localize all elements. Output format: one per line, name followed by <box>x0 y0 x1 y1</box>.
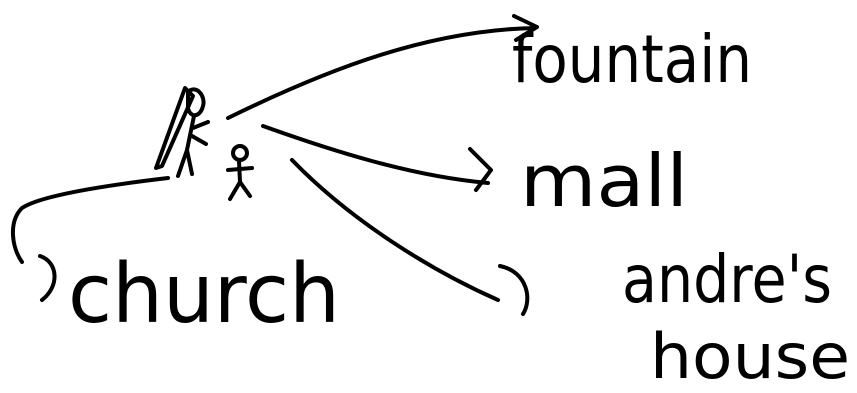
label-mall: mall <box>520 139 688 223</box>
label-andres-line1: andre's <box>622 241 832 318</box>
label-church: church <box>68 247 340 342</box>
label-andres-line2: house <box>650 320 850 393</box>
stick-figure <box>226 144 254 201</box>
arrow-to-church <box>11 176 170 302</box>
arrow-to-andres-house <box>290 158 530 316</box>
arrow-to-fountain <box>226 14 539 120</box>
label-fountain: fountain <box>512 21 752 98</box>
arrow-to-mall <box>261 124 493 192</box>
long-hair-person-figure <box>154 86 210 178</box>
